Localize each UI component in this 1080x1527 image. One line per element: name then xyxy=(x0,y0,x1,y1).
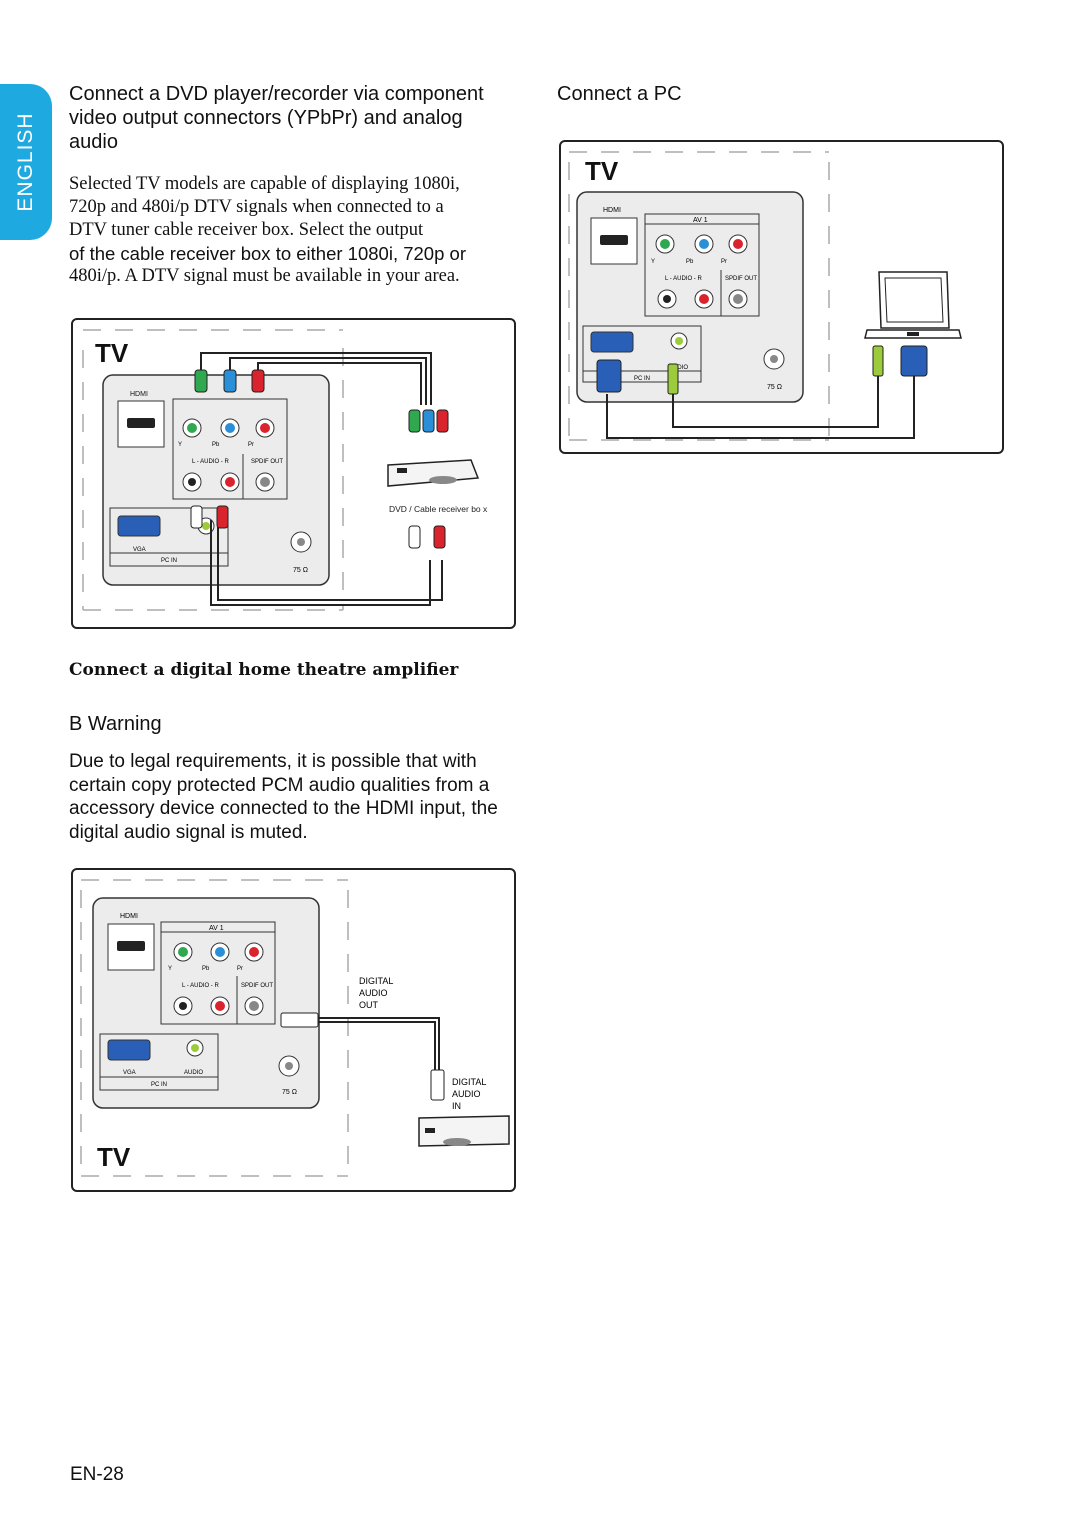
language-tab: ENGLISH xyxy=(0,84,52,240)
body-line: 720p and 480i/p DTV signals when connect… xyxy=(69,197,444,217)
pr-label: Pr xyxy=(237,966,243,972)
spdif-label: SPDIF OUT xyxy=(725,276,757,282)
vga-port xyxy=(117,515,161,537)
dvd-caption: DVD / Cable receiver bo x xyxy=(389,504,488,514)
digital-in-label: DIGITAL xyxy=(452,1077,486,1087)
hdmi-connector-icon xyxy=(127,418,155,428)
coax-plug-tv xyxy=(280,1012,319,1028)
audio-lr-label: L - AUDIO - R xyxy=(665,276,702,282)
hdmi-label: HDMI xyxy=(603,207,621,214)
pb-label: Pb xyxy=(212,442,220,448)
pc-in-label: PC IN xyxy=(161,558,177,564)
body-line: Selected TV models are capable of displa… xyxy=(69,174,460,194)
plug-blue xyxy=(223,369,237,393)
pr-label: Pr xyxy=(721,259,727,265)
pc-in-label: PC IN xyxy=(151,1082,167,1088)
pc-in-label: PC IN xyxy=(634,376,650,382)
plug-green xyxy=(194,369,208,393)
language-tab-label: ENGLISH xyxy=(14,112,37,212)
spdif-label: SPDIF OUT xyxy=(251,459,283,465)
body-line: DTV tuner cable receiver box. Select the… xyxy=(69,220,424,240)
warning-line: Due to legal requirements, it is possibl… xyxy=(69,751,477,772)
plug-red xyxy=(251,369,265,393)
av1-box xyxy=(160,921,276,1025)
warning-heading: B Warning xyxy=(69,713,162,735)
warning-line: certain copy protected PCM audio qualiti… xyxy=(69,774,490,796)
digital-in-label: IN xyxy=(452,1101,461,1111)
warning-line: digital audio signal is muted. xyxy=(69,821,308,843)
av1-label: AV 1 xyxy=(693,217,708,224)
tv-label: TV xyxy=(585,156,619,186)
laptop-icon xyxy=(864,271,962,339)
audio-label: AUDIO xyxy=(669,365,688,371)
hdmi-label: HDMI xyxy=(130,391,148,398)
audio-lr-label: L - AUDIO - R xyxy=(192,459,229,465)
ohm-label: 75 Ω xyxy=(293,567,308,574)
pr-label: Pr xyxy=(248,442,254,448)
vga-plug xyxy=(596,359,622,393)
dvd-heading-line: video output connectors (YPbPr) and anal… xyxy=(69,107,463,129)
digital-out-label: AUDIO xyxy=(359,988,388,998)
pb-label: Pb xyxy=(686,259,694,265)
tv-label: TV xyxy=(97,1142,131,1172)
digital-out-label: DIGITAL xyxy=(359,976,393,986)
dvd-heading-line: Connect a DVD player/recorder via compon… xyxy=(69,83,484,105)
av1-label: AV 1 xyxy=(209,925,224,932)
audio-lr-label: L - AUDIO - R xyxy=(182,983,219,989)
page-number: EN-28 xyxy=(70,1464,124,1485)
vga-label: VGA xyxy=(123,1070,136,1076)
spdif-label: SPDIF OUT xyxy=(241,983,273,989)
audio-plug xyxy=(667,363,679,395)
pc-connection-figure: TV HDMI AV 1 Y Pb Pr L - AUDIO - R SPDIF… xyxy=(559,140,1004,454)
dvd-section-heading: Connect a DVD player/recorder via compon… xyxy=(69,82,539,154)
ohm-label: 75 Ω xyxy=(282,1089,297,1096)
pb-label: Pb xyxy=(202,966,210,972)
av1-box xyxy=(172,398,288,500)
dvd-connection-figure: TV HDMI Y Pb Pr L - AUDIO - R SPDIF OUT … xyxy=(71,318,516,629)
hdmi-label: HDMI xyxy=(120,913,138,920)
ohm-label: 75 Ω xyxy=(767,384,782,391)
y-label: Y xyxy=(651,259,655,265)
amplifier-icon xyxy=(418,1115,510,1147)
tv-label: TV xyxy=(95,338,129,368)
y-label: Y xyxy=(168,966,172,972)
y-label: Y xyxy=(178,442,182,448)
pc-section-heading: Connect a PC xyxy=(557,83,682,105)
warning-line: accessory device connected to the HDMI i… xyxy=(69,798,498,819)
amplifier-connection-figure: HDMI AV 1 Y Pb Pr L - AUDIO - R SPDIF OU… xyxy=(71,868,516,1192)
body-line: of the cable receiver box to either 1080… xyxy=(69,243,466,264)
digital-in-label: AUDIO xyxy=(452,1089,481,1099)
dvd-player-icon xyxy=(387,459,480,487)
warning-body: Due to legal requirements, it is possibl… xyxy=(69,750,549,844)
dvd-section-body: Selected TV models are capable of displa… xyxy=(69,173,539,288)
av1-box xyxy=(644,213,760,317)
vga-label: VGA xyxy=(133,547,146,553)
dvd-heading-line: audio xyxy=(69,131,118,153)
vga-port xyxy=(590,331,634,353)
vga-port xyxy=(107,1039,151,1061)
digital-out-label: OUT xyxy=(359,1000,379,1010)
audio-label: AUDIO xyxy=(184,1070,203,1076)
body-line: 480i/p. A DTV signal must be available i… xyxy=(69,266,460,286)
coax-plug-amp xyxy=(430,1069,445,1101)
amp-heading: Connect a digital home theatre amplifier xyxy=(69,660,459,680)
